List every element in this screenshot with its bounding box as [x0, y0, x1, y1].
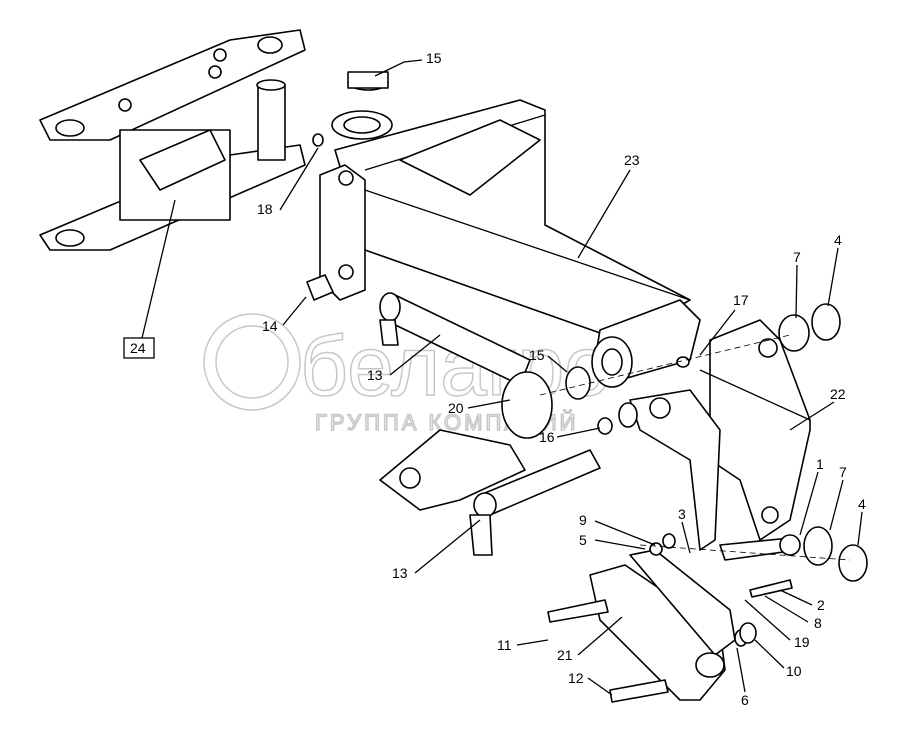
callout-22: 22 [830, 386, 846, 402]
part-bracket-assembly [39, 29, 306, 251]
part-link-plate [589, 549, 736, 701]
callout-21: 21 [557, 647, 573, 663]
callout-4: 4 [834, 232, 842, 248]
callout-14: 14 [262, 318, 278, 334]
callout-1: 1 [816, 456, 824, 472]
part-pin-upper [379, 292, 531, 386]
callout-11: 11 [497, 637, 512, 653]
callout-4: 4 [858, 496, 866, 512]
callout-18: 18 [257, 201, 273, 217]
part-lever-arm [379, 389, 721, 551]
callout-19: 19 [794, 634, 810, 650]
part-side-plate [699, 319, 811, 541]
callout-3: 3 [678, 506, 686, 522]
part-pin-lower [469, 449, 601, 556]
callout-12: 12 [568, 670, 584, 686]
part-main-beam [319, 71, 701, 388]
callout-24-box [123, 337, 155, 359]
callout-23: 23 [624, 152, 640, 168]
callout-10: 10 [786, 663, 802, 679]
callout-2: 2 [817, 597, 825, 613]
callout-17: 17 [733, 292, 749, 308]
callout-16: 16 [539, 429, 555, 445]
callout-13: 13 [392, 565, 408, 581]
callout-24: 24 [130, 340, 146, 356]
callout-8: 8 [814, 615, 822, 631]
leader-lines [141, 59, 863, 696]
callout-20: 20 [448, 400, 464, 416]
callout-5: 5 [579, 532, 587, 548]
callout-13: 13 [367, 367, 383, 383]
callout-7: 7 [839, 464, 847, 480]
callout-15: 15 [529, 347, 545, 363]
part-bushings-washers [306, 133, 868, 703]
callout-6: 6 [741, 692, 749, 708]
callout-9: 9 [579, 512, 587, 528]
callout-7: 7 [793, 249, 801, 265]
callout-15: 15 [426, 50, 442, 66]
